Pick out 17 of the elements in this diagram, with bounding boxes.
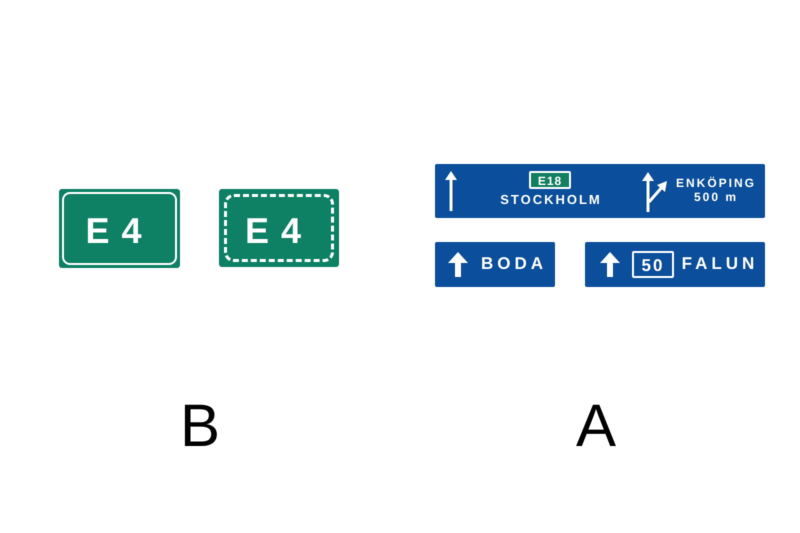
sign-text: 50 — [640, 256, 666, 276]
sign-text: STOCKHOLM — [499, 192, 603, 208]
sign-text: E4 — [244, 209, 314, 252]
road-sign — [436, 165, 764, 217]
sign-text: E4 — [84, 209, 155, 252]
route-number-shield — [529, 171, 571, 189]
road-sign — [586, 243, 764, 286]
panel-letter: A — [576, 396, 616, 456]
road-sign — [436, 243, 554, 286]
sign-text: BODA — [480, 254, 548, 274]
route-number-shield — [632, 251, 674, 278]
sign-text: E18 — [536, 174, 564, 188]
road-sign — [59, 189, 180, 268]
road-sign — [219, 189, 339, 267]
sign-text: ENKÖPING 500 m — [674, 176, 757, 205]
sign-text: FALUN — [680, 254, 760, 274]
panel-letter: B — [180, 396, 220, 456]
